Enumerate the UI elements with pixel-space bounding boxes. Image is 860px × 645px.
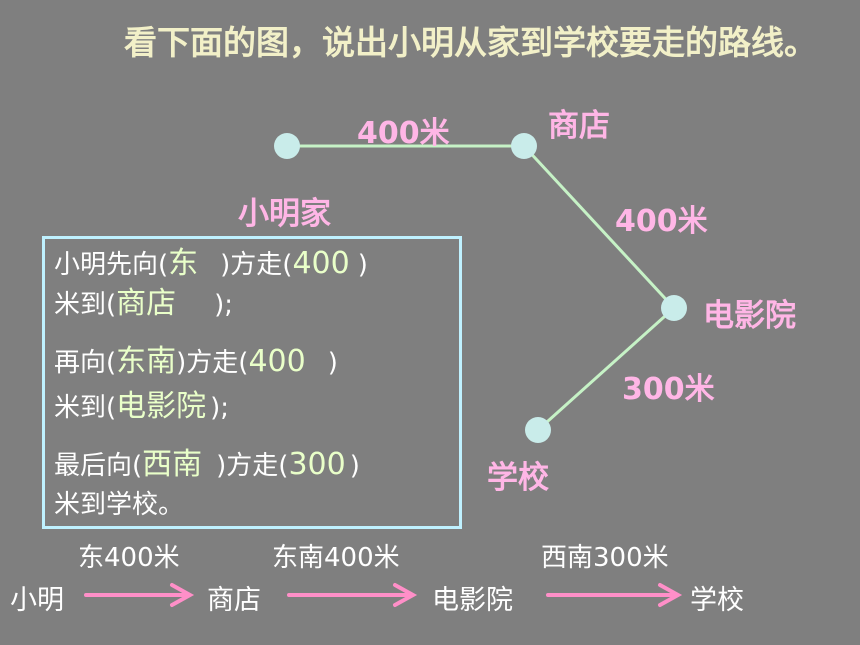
- q2-text-4: 米到(: [54, 393, 117, 423]
- q1-answer-place: 商店: [116, 286, 177, 321]
- q2-text-1: 再向(: [54, 348, 117, 378]
- q1-line1: 小明先向(东 )方走(400): [54, 245, 368, 284]
- q2-answer-direction: 东南: [116, 344, 177, 379]
- edge-cinema-school: [536, 306, 676, 432]
- q2-text-2: )方走(: [176, 348, 249, 378]
- leg-label-2: 东南400米: [272, 543, 400, 573]
- page-title: 看下面的图，说出小明从家到学校要走的路线。: [124, 23, 817, 62]
- label-school: 学校: [487, 460, 549, 496]
- q1-answer-distance: 400: [292, 246, 350, 281]
- q1-text-1: 小明先向(: [54, 250, 169, 280]
- q2-text-5: );: [210, 393, 230, 423]
- question-box: [42, 236, 462, 529]
- leg-label-3: 西南300米: [541, 543, 669, 573]
- q1-answer-direction: 东: [168, 246, 199, 281]
- q3-line1: 最后向(西南 )方走(300): [54, 446, 360, 485]
- label-home: 小明家: [238, 196, 331, 232]
- route-stop-3: 电影院: [432, 585, 513, 616]
- q3-answer-distance: 300: [288, 447, 346, 482]
- arrow-3-icon: [546, 583, 683, 607]
- q1-text-4: 米到(: [54, 290, 117, 320]
- distance-cinema-school: 300米: [622, 372, 715, 407]
- route-stop-2: 商店: [207, 585, 261, 616]
- distance-shop-cinema: 400米: [615, 204, 708, 239]
- q1-text-3: ): [357, 250, 368, 280]
- leg-label-1: 东400米: [78, 543, 180, 573]
- route-stop-1: 小明: [10, 585, 64, 616]
- label-cinema: 电影院: [703, 298, 796, 334]
- q3-line2: 米到学校。: [54, 486, 184, 524]
- q2-answer-distance: 400: [248, 344, 306, 379]
- q3-text-2: )方走(: [216, 451, 289, 481]
- node-home: [274, 133, 300, 159]
- q1-line2: 米到(商店);: [54, 285, 233, 324]
- distance-home-shop: 400米: [357, 116, 450, 151]
- edge-shop-cinema: [522, 144, 676, 310]
- q2-line1: 再向(东南)方走(400): [54, 343, 338, 382]
- arrow-1-icon: [84, 583, 195, 607]
- q2-answer-place: 电影院: [116, 389, 207, 424]
- route-stop-4: 学校: [690, 585, 744, 616]
- node-school: [525, 417, 551, 443]
- q3-text-1: 最后向(: [54, 451, 143, 481]
- arrow-2-icon: [287, 583, 418, 607]
- node-cinema: [661, 295, 687, 321]
- label-shop: 商店: [548, 108, 610, 144]
- q2-line2: 米到(电影院);: [54, 388, 229, 427]
- q3-text-4: 米到学校。: [54, 490, 185, 520]
- node-shop: [511, 133, 537, 159]
- q1-text-2: )方走(: [220, 250, 293, 280]
- q3-answer-direction: 西南: [142, 447, 203, 482]
- q3-text-3: ): [349, 451, 360, 481]
- q2-text-3: ): [327, 348, 338, 378]
- q1-text-5: );: [214, 290, 234, 320]
